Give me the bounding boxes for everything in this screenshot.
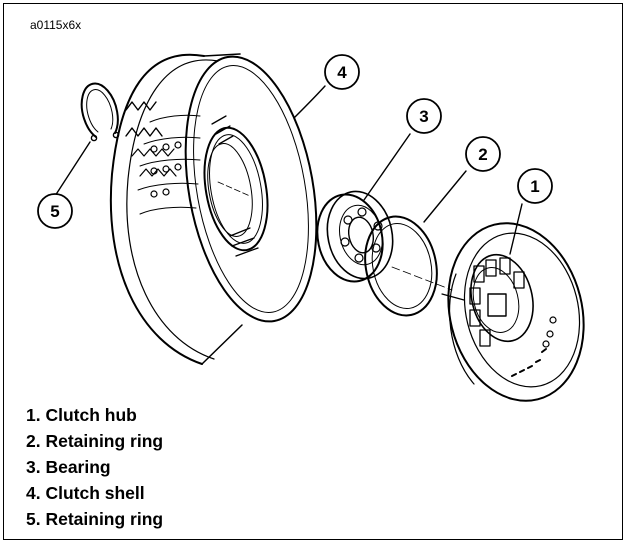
callout-4-number: 4 [337,63,347,82]
figure-id-label: a0115x6x [30,18,82,32]
leader-line-2 [423,170,467,223]
callout-5: 5 [37,193,73,229]
legend-item: 2. Retaining ring [26,431,164,451]
part-clutch-shell [109,53,318,365]
exploded-diagram-figure: a0115x6x [3,3,623,540]
leader-line-1 [509,203,523,255]
legend-item: 1. Clutch hub [26,405,137,425]
callout-2: 2 [465,136,501,172]
legend-item: 3. Bearing [26,457,111,477]
leader-line-3 [363,133,411,201]
leader-line-4 [293,85,326,119]
callout-5-number: 5 [50,202,59,221]
exploded-view-drawing: 5 4 3 2 1 [37,53,585,402]
part-bearing [316,190,394,283]
part-clutch-hub [441,222,585,402]
leader-line-5 [54,141,91,197]
callout-3: 3 [406,98,442,134]
part-retaining-ring-large [364,215,438,317]
callout-1: 1 [517,168,553,204]
callout-4: 4 [324,54,360,90]
callout-3-number: 3 [419,107,428,126]
parts-legend: 1. Clutch hub 2. Retaining ring 3. Beari… [26,402,163,532]
legend-item: 4. Clutch shell [26,483,145,503]
callout-1-number: 1 [530,177,539,196]
callout-2-number: 2 [478,145,487,164]
part-retaining-ring-small [80,82,120,142]
legend-item: 5. Retaining ring [26,509,164,529]
